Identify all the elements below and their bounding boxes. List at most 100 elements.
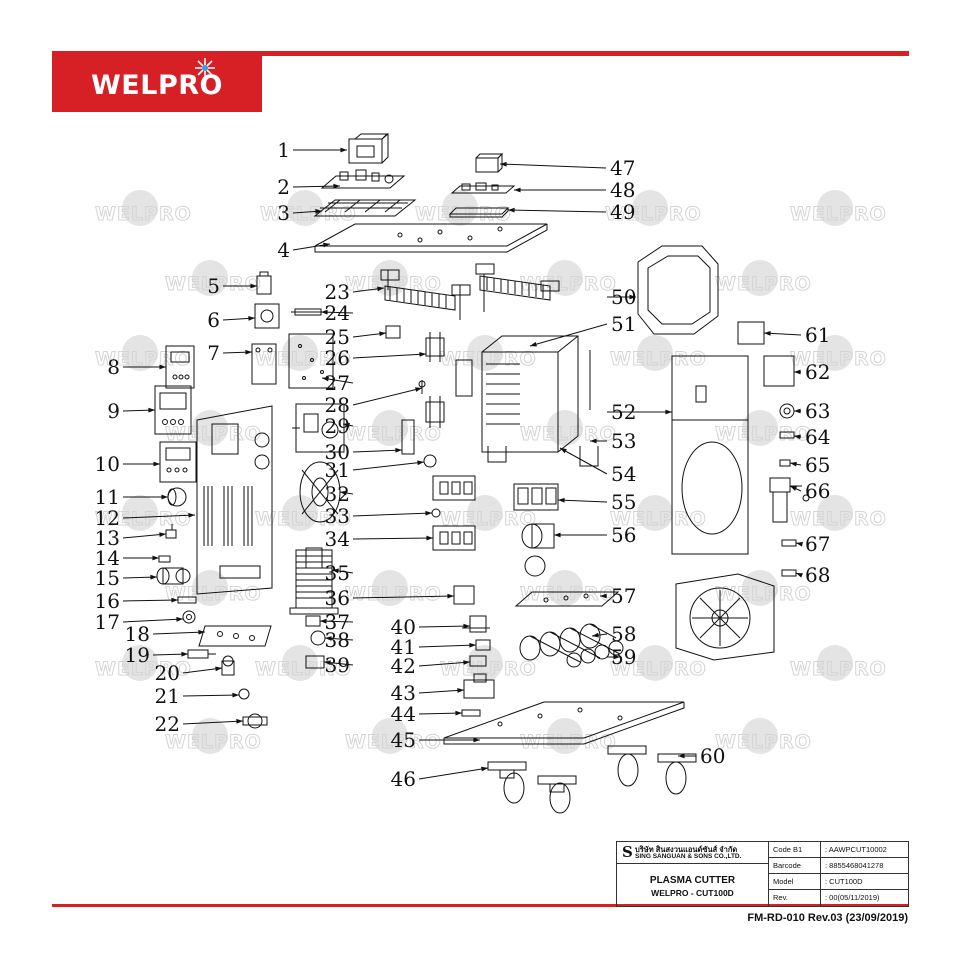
callout-65: 65 [789, 453, 830, 477]
inductor-small-part [310, 630, 326, 646]
leader-line [418, 689, 465, 694]
callout-11: 11 [95, 485, 168, 509]
svg-text:WELPRO: WELPRO [95, 203, 192, 225]
callout-number: 22 [155, 712, 180, 736]
watermark-logo: WELPRO [440, 335, 536, 371]
callout-number: 8 [107, 355, 120, 379]
relay-part [475, 152, 504, 173]
arrowhead [425, 510, 432, 516]
callout-9: 9 [107, 399, 156, 423]
callout-number: 61 [805, 323, 830, 347]
arrowhead [236, 718, 243, 724]
svg-text:WELPRO: WELPRO [165, 273, 262, 295]
watermark-logo: WELPRO [345, 410, 442, 446]
callout-43: 43 [391, 681, 465, 705]
arrowhead [447, 593, 454, 599]
grommet-part [238, 688, 250, 700]
callout-number: 27 [325, 371, 350, 395]
logo-text: WELPRO [91, 70, 223, 101]
elbow-fitting-part [781, 539, 797, 547]
gland-part [779, 403, 795, 419]
brand-logo: WELPRO [52, 51, 262, 112]
callout-50: 50 [607, 285, 636, 309]
arrowhead [500, 161, 507, 167]
thermistor-part [418, 380, 426, 394]
arrowhead [323, 242, 330, 248]
capacitor-bank-part [519, 623, 624, 668]
svg-text:WELPRO: WELPRO [715, 731, 812, 753]
field-value: : AAWPCUT10002 [825, 845, 887, 854]
callout-12: 12 [95, 506, 196, 530]
arrowhead [455, 710, 462, 716]
callout-number: 33 [325, 504, 350, 528]
callout-number: 15 [95, 566, 120, 590]
connector-small-part [165, 524, 177, 539]
watermark-logo: WELPRO [715, 718, 812, 754]
callout-number: 40 [391, 615, 416, 639]
front-panel-part [196, 405, 273, 595]
callout-61: 61 [763, 323, 830, 347]
leader-line [352, 387, 423, 406]
quick-coupler-part [461, 709, 481, 717]
callout-4: 4 [277, 238, 331, 262]
arrowhead [248, 316, 255, 321]
leader-line [559, 447, 608, 475]
svg-text:WELPRO: WELPRO [605, 203, 702, 225]
gas-valve-part [463, 673, 495, 699]
callout-number: 48 [610, 178, 635, 202]
callout-number: 39 [325, 653, 350, 677]
nozzle-part [779, 459, 791, 467]
arrowhead [176, 616, 183, 622]
arrowhead [463, 660, 470, 665]
watermark-logo: WELPRO [95, 495, 191, 531]
arrowhead [794, 434, 801, 440]
callout-8: 8 [107, 355, 166, 379]
svg-text:WELPRO: WELPRO [345, 423, 442, 445]
arrowhead [417, 460, 424, 466]
callout-number: 23 [325, 280, 350, 304]
svg-text:WELPRO: WELPRO [715, 423, 812, 445]
callout-49: 49 [507, 200, 635, 224]
arrowhead [592, 632, 599, 638]
arrowhead [790, 461, 797, 467]
callout-number: 68 [805, 563, 830, 587]
watermark-logo: WELPRO [95, 335, 191, 371]
rear-panel-part [671, 355, 749, 555]
meter-part [159, 441, 197, 483]
leader-line [152, 631, 206, 635]
callout-number: 6 [207, 308, 220, 332]
leader-line [418, 625, 471, 628]
field-value: : 00(05/11/2019) [825, 893, 880, 902]
callout-number: 20 [155, 661, 180, 685]
footer-rule [52, 904, 909, 907]
svg-text:WELPRO: WELPRO [520, 583, 617, 605]
callout-47: 47 [499, 156, 635, 180]
arrowhead [796, 573, 803, 578]
callout-number: 30 [325, 440, 350, 464]
main-transformer-part [289, 547, 339, 615]
fan-motor-part [254, 303, 280, 329]
diode-bar-part [401, 419, 415, 455]
svg-text:WELPRO: WELPRO [440, 508, 537, 530]
field-row-barcode: Barcode : 8855468041278 [769, 858, 909, 874]
arrowhead [315, 209, 322, 214]
callout-number: 14 [95, 546, 120, 570]
arrowhead [790, 486, 797, 491]
watermark-logo: WELPRO [165, 570, 261, 606]
callout-number: 47 [610, 156, 635, 180]
watermark-logo: WELPRO [610, 495, 706, 531]
company-logo-icon: S [622, 843, 633, 861]
callout-number: 28 [325, 393, 350, 417]
header-rule [52, 51, 909, 56]
arrowhead [379, 331, 386, 337]
arrowhead [324, 660, 331, 666]
switch-part [256, 271, 272, 295]
display-label-part [165, 345, 195, 389]
solenoid-valve-part [462, 615, 490, 633]
watermark-logo: WELPRO [520, 260, 616, 296]
title-block: S บริษัท สินสงวนแอนด์ซันส์ จำกัด SING SA… [616, 841, 909, 907]
svg-text:WELPRO: WELPRO [345, 583, 442, 605]
output-socket-part [156, 567, 191, 585]
arrowhead [161, 494, 168, 500]
svg-text:WELPRO: WELPRO [260, 203, 357, 225]
